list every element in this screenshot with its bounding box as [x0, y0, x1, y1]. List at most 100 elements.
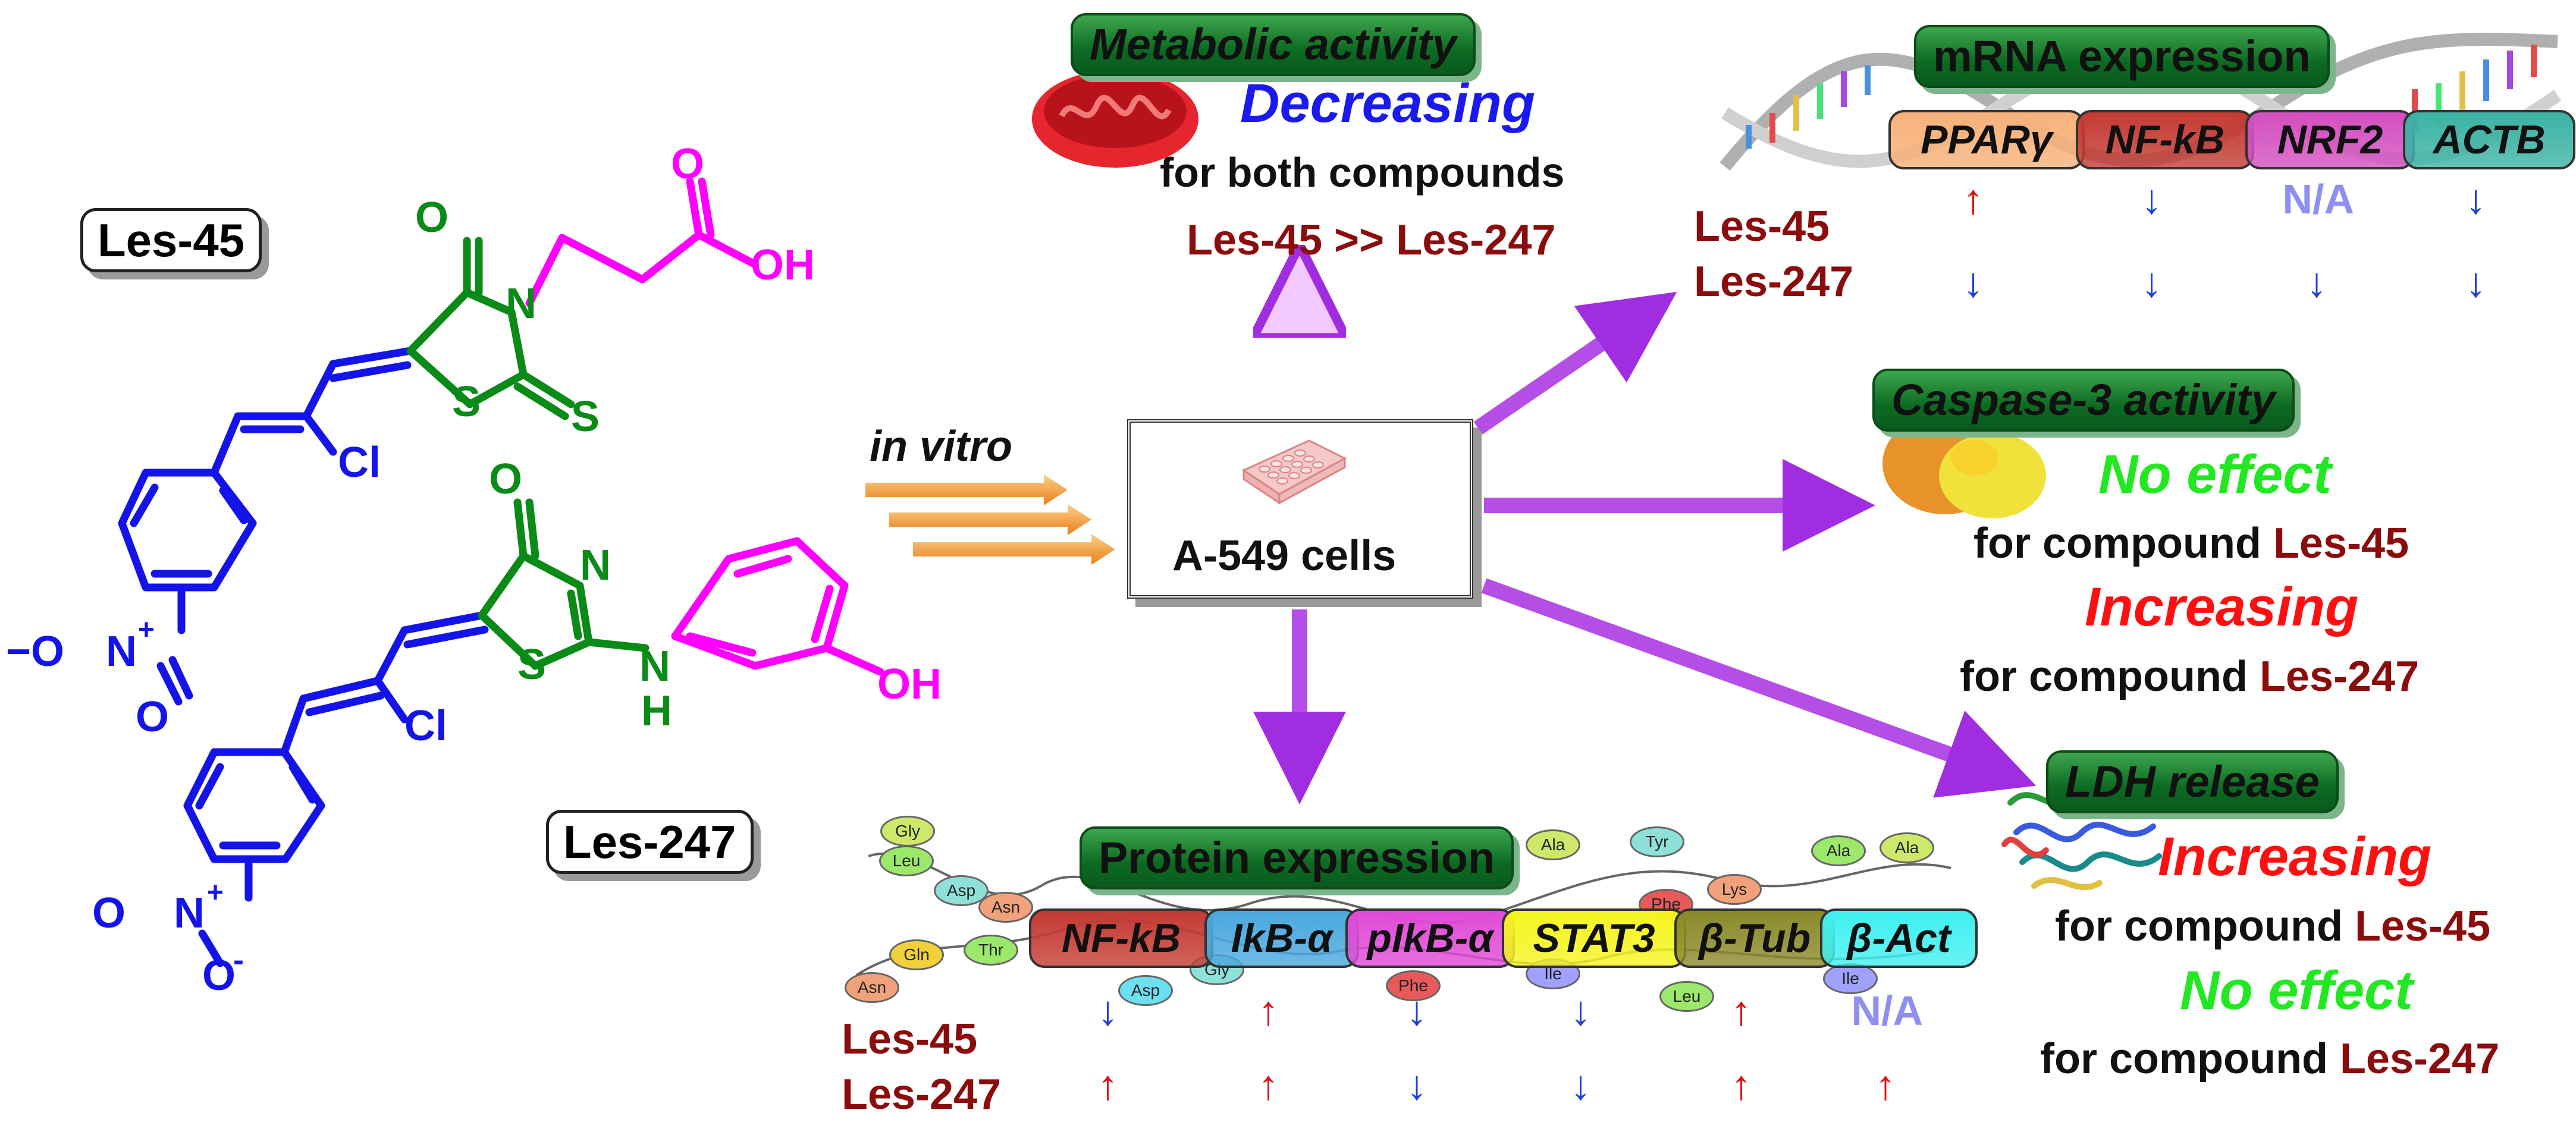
a549-cells-label: A-549 cells: [1172, 532, 1397, 580]
protein-row-label-les247: Les-247: [842, 1071, 1002, 1118]
protein-les45-indicator: N/A: [1851, 988, 1924, 1034]
caspase-scope1-compound: Les-45: [2273, 520, 2409, 567]
protein-les247-indicator: ↑: [1258, 1062, 1279, 1108]
ldh-scope1-compound: Les-45: [2354, 903, 2491, 950]
les45-acid-oh: OH: [751, 241, 815, 289]
les45-nitro-o: O: [136, 693, 170, 741]
amino-acid-bubble: Lys: [1707, 874, 1762, 905]
les45-benzene-ring: [118, 469, 257, 706]
caspase-scope2-compound: Les-247: [2259, 653, 2420, 700]
caspase3-title: Caspase-3 activity: [1872, 369, 2295, 432]
ldh-scope2: for compound Les-247: [2040, 1037, 2499, 1080]
ldh-scope2-prefix: for compound: [2040, 1035, 2328, 1083]
amino-acid-bubble: Ala: [1880, 832, 1934, 863]
les45-ring-n: N: [506, 280, 536, 328]
mrna-gene-pill: PPARγ: [1888, 110, 2085, 169]
amino-acid-bubble: Ile: [1823, 963, 1878, 994]
amino-acid-bubble: Thr: [964, 935, 1018, 966]
ldh-release-title: LDH release: [2046, 750, 2339, 813]
caspase-effect2: Increasing: [2085, 577, 2359, 637]
les45-rhodanine-ring: [406, 237, 575, 420]
ldh-protein-structure-icon: [2001, 786, 2162, 891]
protein-les247-indicator: ↑: [1097, 1062, 1118, 1108]
mrna-les45-indicator: ↓: [2465, 176, 2486, 222]
protein-row-label-les45: Les-45: [842, 1015, 978, 1063]
les247-cl: Cl: [404, 702, 447, 750]
mrna-les247-indicator: ↓: [2141, 259, 2162, 306]
les45-linker: [210, 347, 415, 477]
caspase-scope2-prefix: for compound: [1960, 653, 2248, 700]
amino-acid-bubble: Ala: [1811, 835, 1866, 866]
in-vitro-arrows: [865, 474, 1115, 565]
mrna-gene-pill: NF-kB: [2076, 110, 2254, 169]
les247-thiazole-ring: [478, 498, 650, 670]
les247-phenol-ring: [671, 537, 884, 676]
ldh-scope1-prefix: for compound: [2055, 903, 2343, 950]
amino-acid-bubble: Gly: [880, 816, 935, 847]
protein-les45-indicator: ↓: [1406, 988, 1427, 1034]
les45-label-box: Les-45: [80, 208, 262, 272]
les45-nitro-o-minus: −O: [6, 628, 65, 675]
mrna-les247-indicator: ↓: [2306, 259, 2327, 306]
protein-les45-indicator: ↑: [1258, 988, 1279, 1034]
in-vitro-label: in vitro: [870, 423, 1013, 470]
metabolic-activity-title: Metabolic activity: [1071, 13, 1476, 76]
arrow-to-ldh: [1481, 578, 2037, 798]
amino-acid-bubble: Asp: [934, 875, 989, 906]
les45-acid-chain: [525, 177, 760, 307]
amino-acid-bubble: Asn: [845, 972, 899, 1003]
les45-ring-s: S: [452, 378, 481, 426]
amino-acid-bubble: Asn: [978, 892, 1033, 923]
amino-acid-bubble: Gln: [889, 939, 944, 970]
protein-item-pill: β-Act: [1820, 908, 1978, 968]
ldh-effect2: No effect: [2180, 960, 2413, 1021]
les247-carbonyl-o: O: [489, 455, 523, 503]
les247-ring-n: N: [580, 542, 611, 589]
caspase-scope1-prefix: for compound: [1973, 520, 2261, 567]
protein-item-pill: IkB-α: [1204, 908, 1359, 968]
les247-ring-s: S: [517, 641, 547, 688]
caspase-scope2: for compound Les-247: [1960, 655, 2419, 698]
les247-label-box: Les-247: [546, 810, 754, 874]
caspase-scope1: for compound Les-45: [1973, 522, 2409, 565]
mrna-les247-indicator: ↓: [2465, 259, 2486, 306]
les247-oh: OH: [877, 661, 942, 708]
amino-acid-bubble: Tyr: [1630, 826, 1684, 857]
protein-item-pill: NF-kB: [1029, 908, 1213, 968]
protein-les247-indicator: ↓: [1570, 1062, 1591, 1108]
protein-les247-indicator: ↓: [1406, 1062, 1427, 1108]
mrna-expression-title: mRNA expression: [1914, 25, 2330, 88]
les45-nitro-plus: +: [138, 614, 155, 646]
amino-acid-bubble: Asp: [1118, 975, 1173, 1006]
les247-nitro-o: O: [92, 889, 126, 937]
mrna-les45-indicator: ↓: [2141, 176, 2162, 222]
mrna-gene-pill: NRF2: [2245, 110, 2415, 169]
les247-linker: [280, 611, 489, 756]
protein-expression-title: Protein expression: [1080, 826, 1514, 889]
arrow-to-mrna: [1473, 291, 1677, 435]
les247-amine-n: N: [639, 643, 670, 690]
mitochondrion-icon: [1032, 70, 1198, 168]
metabolic-scope: for both compounds: [1160, 149, 1565, 196]
caspase-effect1: No effect: [2098, 444, 2332, 505]
les45-nitro-n: N: [106, 628, 137, 675]
caspase-protein-icon: [1882, 413, 2046, 518]
les45-thione-s: S: [571, 393, 600, 441]
les247-nitro-plus: +: [207, 877, 224, 908]
amino-acid-bubble: Leu: [1659, 981, 1714, 1012]
mrna-les247-indicator: ↓: [1963, 259, 1984, 306]
les45-acid-o: O: [671, 140, 705, 188]
chemical-structures: [118, 177, 884, 967]
les247-nitro-minus: -: [233, 942, 244, 978]
protein-item-pill: pIkB-α: [1345, 908, 1515, 968]
metabolic-comparison: Les-45 >> Les-247: [1187, 216, 1556, 264]
mrna-row-label-les45: Les-45: [1694, 203, 1830, 250]
ldh-scope2-compound: Les-247: [2339, 1035, 2500, 1083]
amino-acid-bubble: Ala: [1526, 829, 1580, 860]
protein-item-pill: β-Tub: [1674, 908, 1835, 968]
amino-acid-bubble: Phe: [1386, 970, 1441, 1001]
protein-les247-indicator: ↑: [1875, 1062, 1896, 1108]
protein-les247-indicator: ↑: [1731, 1062, 1752, 1108]
a549-cells-box: A-549 cells: [1127, 419, 1473, 599]
